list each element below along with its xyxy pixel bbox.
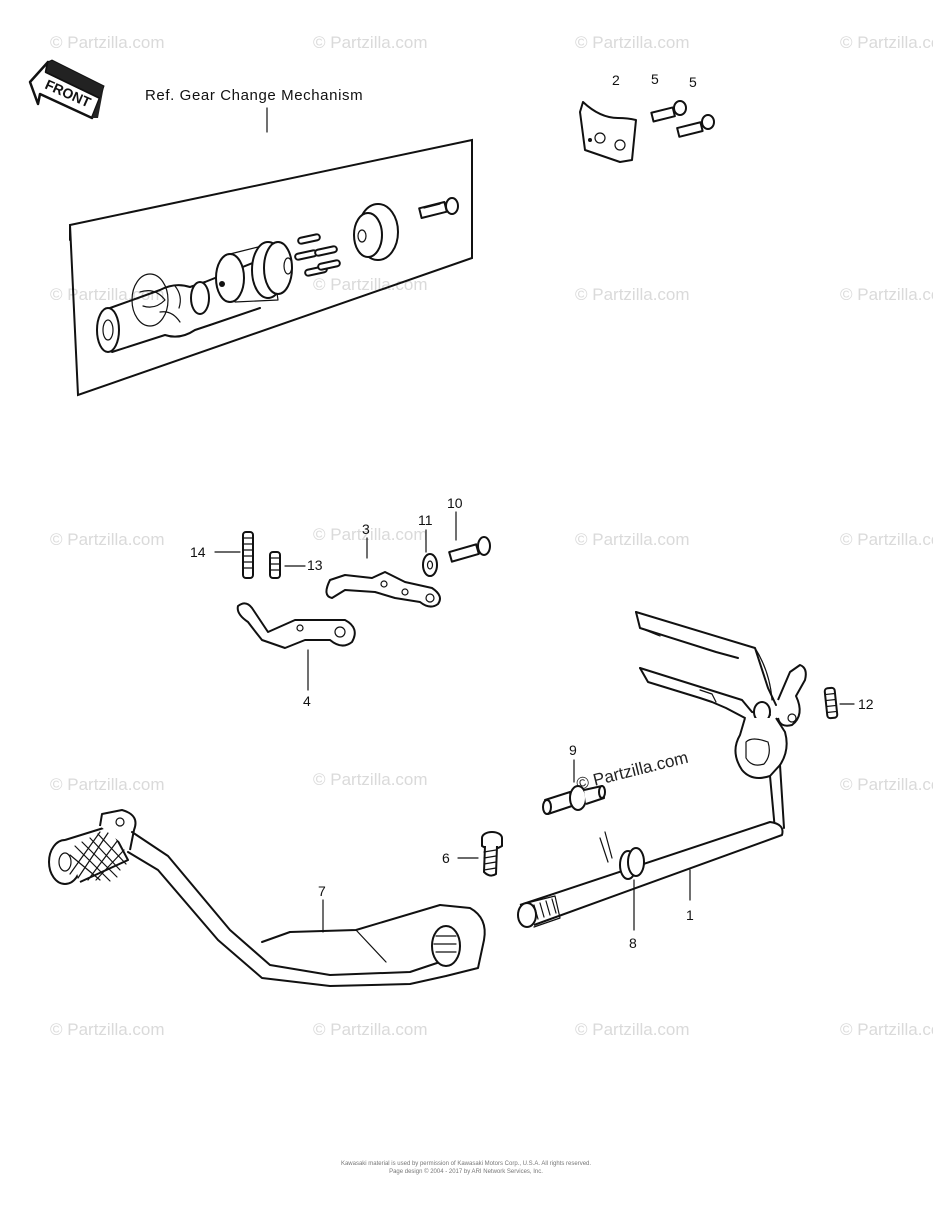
shift-drum	[96, 241, 293, 353]
watermark: © Partzilla.com	[575, 33, 690, 52]
copyright-footer: Kawasaki material is used by permission …	[341, 1161, 591, 1175]
shift-drum-pins	[294, 233, 341, 277]
reference-title: Ref. Gear Change Mechanism	[145, 87, 363, 104]
part-7-shift-pedal	[48, 809, 486, 987]
watermark: © Partzilla.com	[50, 530, 165, 549]
watermark: © Partzilla.com	[313, 275, 428, 294]
watermark: © Partzilla.com	[840, 775, 933, 794]
callout-labels: 1 2 3 4 5 5 6 7 8 9 10 11 12 13 14	[190, 71, 874, 951]
callout-12[interactable]: 12	[858, 696, 874, 712]
shift-drum-cam	[353, 203, 399, 261]
callout-7[interactable]: 7	[318, 883, 326, 899]
watermark: © Partzilla.com	[840, 530, 933, 549]
part-8-circlip	[619, 847, 645, 880]
watermark: © Partzilla.com	[313, 1020, 428, 1039]
front-arrow-icon: FRONT	[28, 59, 105, 120]
callout-6[interactable]: 6	[442, 850, 450, 866]
watermark-layer: © Partzilla.com © Partzilla.com © Partzi…	[50, 33, 933, 1039]
callout-10[interactable]: 10	[447, 495, 463, 511]
callout-14[interactable]: 14	[190, 544, 206, 560]
part-5-bolt	[650, 100, 687, 123]
part-4-arm	[236, 602, 356, 649]
part-12-spring	[823, 686, 839, 720]
part-1-shift-shaft	[517, 611, 807, 928]
callout-13[interactable]: 13	[307, 557, 323, 573]
watermark: © Partzilla.com	[575, 1020, 690, 1039]
part-9-pin	[542, 785, 606, 815]
callout-8[interactable]: 8	[629, 935, 637, 951]
watermark: © Partzilla.com	[50, 1020, 165, 1039]
copyright-line: Kawasaki material is used by permission …	[341, 1161, 591, 1167]
callout-5[interactable]: 5	[689, 74, 697, 90]
part-10-bolt	[448, 536, 491, 563]
copyright-line: Page design © 2004 - 2017 by ARI Network…	[389, 1168, 543, 1175]
callout-1[interactable]: 1	[686, 907, 694, 923]
watermark: © Partzilla.com	[840, 33, 933, 52]
watermark: © Partzilla.com	[313, 770, 428, 789]
watermark: © Partzilla.com	[840, 285, 933, 304]
part-6-bolt	[481, 831, 503, 877]
watermark: © Partzilla.com	[50, 775, 165, 794]
watermark-prominent: © Partzilla.com	[574, 748, 690, 794]
gear-change-mechanism-reference	[68, 138, 473, 397]
watermark: © Partzilla.com	[313, 33, 428, 52]
part-11-washer	[422, 553, 438, 577]
callout-3[interactable]: 3	[362, 521, 370, 537]
part-2-bracket	[579, 101, 637, 163]
callout-5[interactable]: 5	[651, 71, 659, 87]
callout-4[interactable]: 4	[303, 693, 311, 709]
watermark: © Partzilla.com	[840, 1020, 933, 1039]
cam-bolt	[418, 197, 459, 219]
part-13-spring	[269, 551, 281, 579]
callout-9[interactable]: 9	[569, 742, 577, 758]
callout-2[interactable]: 2	[612, 72, 620, 88]
part-14-spring	[242, 531, 254, 579]
callout-11[interactable]: 11	[418, 512, 433, 528]
part-3-arm	[325, 571, 441, 608]
watermark: © Partzilla.com	[575, 285, 690, 304]
watermark: © Partzilla.com	[50, 33, 165, 52]
watermark: © Partzilla.com	[575, 530, 690, 549]
watermark: © Partzilla.com	[313, 525, 428, 544]
part-5-bolt	[676, 114, 715, 138]
